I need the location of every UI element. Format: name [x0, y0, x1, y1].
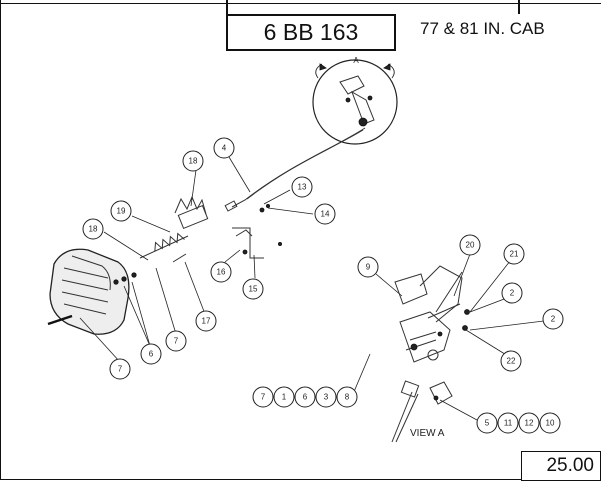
svg-text:6: 6 [303, 393, 308, 402]
spring-assembly [139, 195, 282, 263]
svg-text:7: 7 [261, 393, 266, 402]
callout-14: 14 [314, 203, 336, 225]
svg-text:7: 7 [174, 337, 179, 346]
callout-21: 21 [503, 243, 525, 265]
motor-housing [47, 248, 137, 335]
svg-text:9: 9 [366, 263, 371, 272]
svg-text:6: 6 [149, 350, 154, 359]
callout-13: 13 [291, 176, 313, 198]
svg-text:12: 12 [525, 419, 534, 428]
svg-text:22: 22 [507, 357, 516, 366]
cab-size-label: 77 & 81 IN. CAB [420, 19, 545, 38]
svg-text:14: 14 [321, 210, 330, 219]
callout-7: 7 [109, 358, 131, 380]
callout-10: 10 [539, 412, 561, 434]
view-a-label: VIEW A [410, 428, 445, 439]
svg-text:5: 5 [485, 419, 490, 428]
svg-text:17: 17 [202, 317, 211, 326]
callout-17: 17 [195, 310, 217, 332]
svg-text:10: 10 [546, 419, 555, 428]
detail-label: A [353, 56, 359, 65]
callout-group-main: 4 18 13 14 19 18 16 15 17 7 6 7 [82, 137, 336, 380]
svg-text:3: 3 [324, 393, 329, 402]
callout-8: 8 [336, 386, 358, 408]
top-border-tick [226, 0, 228, 14]
callout-1: 1 [273, 386, 295, 408]
svg-text:18: 18 [89, 225, 98, 234]
svg-text:4: 4 [222, 144, 227, 153]
leader-lines [79, 156, 553, 421]
callout-18: 18 [182, 150, 204, 172]
callout-7: 7 [252, 386, 274, 408]
callout-19: 19 [110, 200, 132, 222]
drawing-number: 6 BB 163 [226, 14, 396, 51]
callout-18: 18 [82, 218, 104, 240]
svg-text:8: 8 [345, 393, 350, 402]
svg-text:15: 15 [249, 285, 258, 294]
callout-2: 2 [542, 308, 564, 330]
svg-text:1: 1 [282, 393, 287, 402]
callout-5: 5 [476, 412, 498, 434]
top-border-tick [518, 0, 520, 14]
callout-15: 15 [242, 278, 264, 300]
svg-text:2: 2 [510, 289, 515, 298]
svg-text:2: 2 [551, 315, 556, 324]
callout-7: 7 [165, 330, 187, 352]
callout-11: 11 [497, 412, 519, 434]
callout-2: 2 [501, 282, 523, 304]
top-border-line [0, 0, 601, 4]
svg-text:13: 13 [298, 183, 307, 192]
svg-text:11: 11 [504, 419, 513, 428]
callout-6: 6 [140, 343, 162, 365]
svg-text:21: 21 [510, 250, 519, 259]
svg-text:20: 20 [466, 241, 475, 250]
callout-4: 4 [213, 137, 235, 159]
svg-text:16: 16 [217, 268, 226, 277]
callout-16: 16 [210, 261, 232, 283]
callout-12: 12 [518, 412, 540, 434]
callout-22: 22 [500, 350, 522, 372]
view-a-assembly [391, 265, 470, 443]
detail-view-a-circle [312, 59, 398, 145]
callout-3: 3 [315, 386, 337, 408]
page-number: 25.00 [521, 451, 601, 481]
callout-20: 20 [459, 234, 481, 256]
callout-6: 6 [294, 386, 316, 408]
callout-group-view-a: 9 20 21 2 2 22 7 1 6 3 8 5 11 12 10 [252, 234, 564, 434]
svg-text:19: 19 [117, 207, 126, 216]
svg-text:18: 18 [189, 157, 198, 166]
callout-9: 9 [357, 256, 379, 278]
svg-text:7: 7 [118, 365, 123, 374]
